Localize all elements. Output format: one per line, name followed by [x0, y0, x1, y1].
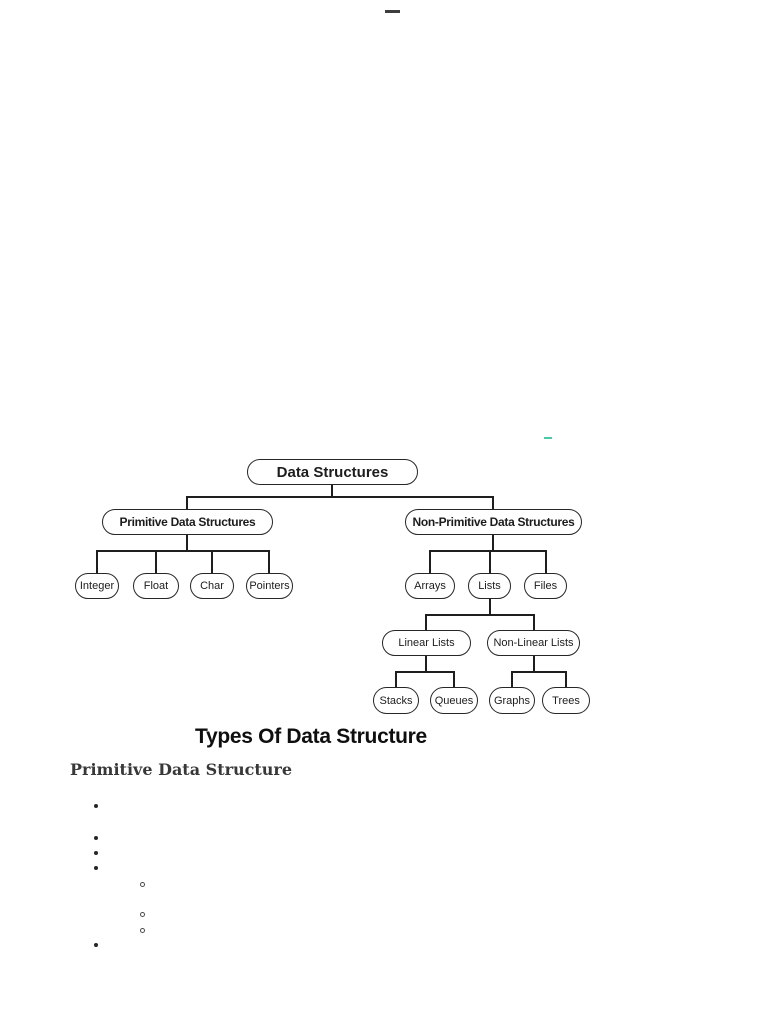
data-structures-diagram: Data Structures Primitive Data Structure…: [0, 440, 768, 730]
node-primitive-data-structures: Primitive Data Structures: [102, 509, 273, 535]
connector-line: [533, 614, 535, 630]
node-label: Stacks: [379, 694, 413, 707]
connector-line: [429, 550, 547, 552]
connector-line: [331, 484, 333, 497]
connector-line: [492, 535, 494, 552]
node-label: Primitive Data Structures: [119, 515, 256, 529]
sub-bullet-item-marker: [140, 928, 145, 933]
node-arrays: Arrays: [405, 573, 455, 599]
node-label: Files: [533, 580, 558, 592]
node-char: Char: [190, 573, 234, 599]
connector-line: [533, 656, 535, 673]
node-label: Char: [200, 580, 224, 592]
node-label: Lists: [478, 580, 501, 592]
connector-line: [565, 671, 567, 687]
sub-bullet-item-marker: [140, 912, 145, 917]
connector-line: [96, 550, 98, 573]
connector-line: [511, 671, 513, 687]
connector-line: [511, 671, 567, 673]
page-title: Types Of Data Structure: [195, 725, 427, 748]
connector-line: [492, 496, 494, 510]
node-linear-lists: Linear Lists: [382, 630, 471, 656]
node-files: Files: [524, 573, 567, 599]
connector-line: [545, 550, 547, 573]
node-label: Integer: [79, 580, 115, 592]
node-stacks: Stacks: [373, 687, 419, 714]
node-label: Non-Primitive Data Structures: [412, 515, 575, 529]
connector-line: [395, 671, 455, 673]
node-label: Pointers: [249, 580, 290, 592]
node-data-structures: Data Structures: [247, 459, 418, 485]
sub-bullet-item-marker: [140, 882, 145, 887]
node-non-linear-lists: Non-Linear Lists: [487, 630, 580, 656]
node-label: Graphs: [493, 694, 531, 707]
section-heading: Primitive Data Structure: [70, 760, 293, 779]
bullet-item-marker: [94, 804, 98, 808]
connector-line: [186, 535, 188, 552]
node-pointers: Pointers: [246, 573, 293, 599]
node-label: Arrays: [414, 580, 446, 592]
connector-line: [186, 496, 494, 498]
node-label: Float: [143, 580, 169, 592]
bullet-item-marker: [94, 851, 98, 855]
node-lists: Lists: [468, 573, 511, 599]
node-trees: Trees: [542, 687, 590, 714]
node-non-primitive-data-structures: Non-Primitive Data Structures: [405, 509, 582, 535]
node-label: Trees: [552, 694, 580, 707]
connector-line: [395, 671, 397, 687]
connector-line: [429, 550, 431, 573]
connector-line: [489, 599, 491, 616]
connector-line: [211, 550, 213, 573]
node-integer: Integer: [75, 573, 119, 599]
connector-line: [268, 550, 270, 573]
node-queues: Queues: [430, 687, 478, 714]
bullet-item-marker: [94, 943, 98, 947]
node-float: Float: [133, 573, 179, 599]
connector-line: [453, 671, 455, 687]
node-label: Non-Linear Lists: [493, 637, 574, 649]
connector-line: [489, 550, 491, 573]
connector-line: [425, 614, 535, 616]
teal-artifact-mark: [544, 437, 552, 439]
bullet-item-marker: [94, 866, 98, 870]
bullet-item-marker: [94, 836, 98, 840]
node-label: Data Structures: [276, 463, 389, 481]
node-label: Linear Lists: [398, 637, 455, 649]
connector-line: [425, 614, 427, 630]
connector-line: [96, 550, 270, 552]
node-label: Queues: [434, 694, 474, 707]
node-graphs: Graphs: [489, 687, 535, 714]
connector-line: [155, 550, 157, 573]
dash-mark: [385, 10, 400, 13]
connector-line: [186, 496, 188, 510]
connector-line: [425, 656, 427, 673]
